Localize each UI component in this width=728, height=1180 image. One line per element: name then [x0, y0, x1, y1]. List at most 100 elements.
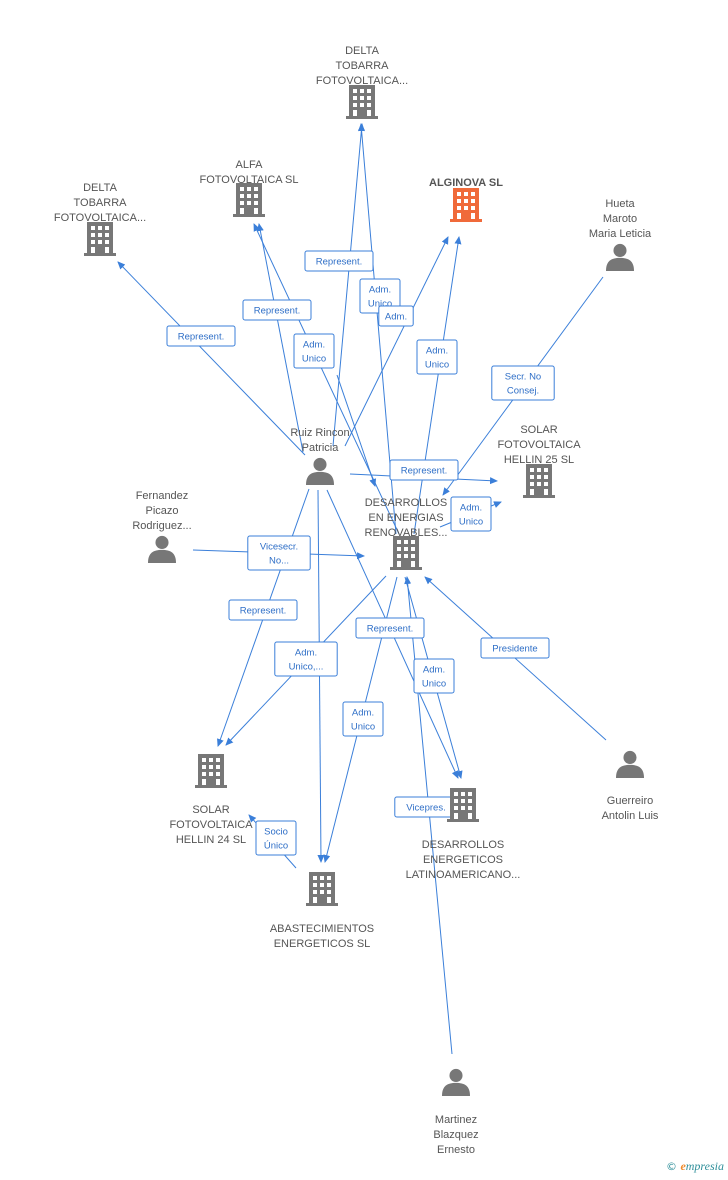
node-label[interactable]: ABASTECIMIENTOS — [270, 923, 374, 935]
building-icon[interactable] — [450, 188, 482, 222]
node-desarrollos_er[interactable]: DESARROLLOS EN ENERGIAS RENOVABLES... — [365, 497, 448, 570]
node-label[interactable]: Maria Leticia — [589, 228, 652, 240]
node-label[interactable]: ENERGETICOS SL — [274, 938, 371, 950]
node-label[interactable]: Guerreiro — [607, 795, 653, 807]
edge-label-text: Adm. — [423, 665, 445, 676]
node-abastecimientos[interactable]: ABASTECIMIENTOS ENERGETICOS SL — [270, 872, 374, 950]
node-label[interactable]: HELLIN 24 SL — [176, 834, 246, 846]
edge-label-text: Represent. — [178, 332, 224, 343]
node-label[interactable]: FOTOVOLTAICA — [169, 819, 253, 831]
edge-label[interactable]: Vicesecr.No... — [247, 535, 311, 571]
edge-label-box — [255, 820, 297, 856]
node-label[interactable]: Ruiz Rincon — [290, 427, 349, 439]
building-icon[interactable] — [84, 222, 116, 256]
node-label[interactable]: DELTA — [345, 45, 379, 57]
building-icon[interactable] — [195, 754, 227, 788]
edge-label-text: Adm. — [460, 503, 482, 514]
edge-label-box — [416, 339, 458, 375]
person-icon[interactable] — [442, 1068, 470, 1096]
node-label[interactable]: FOTOVOLTAICA — [497, 439, 581, 451]
node-label[interactable]: Blazquez — [433, 1129, 478, 1141]
node-label[interactable]: FOTOVOLTAICA SL — [199, 174, 298, 186]
node-label[interactable]: TOBARRA — [74, 197, 128, 209]
edge-label[interactable]: Presidente — [480, 637, 550, 659]
edge-label[interactable]: Adm.Unico — [293, 333, 335, 369]
node-label[interactable]: DELTA — [83, 182, 117, 194]
node-label[interactable]: Martinez — [435, 1114, 477, 1126]
edge-label[interactable]: Adm.Unico — [416, 339, 458, 375]
person-icon[interactable] — [616, 750, 644, 778]
edge-label[interactable]: Adm. — [378, 305, 414, 327]
building-icon[interactable] — [306, 872, 338, 906]
node-label[interactable]: RENOVABLES... — [365, 527, 448, 539]
building-icon[interactable] — [447, 788, 479, 822]
node-alfa[interactable]: ALFA FOTOVOLTAICA SL — [199, 159, 299, 217]
person-icon[interactable] — [606, 243, 634, 271]
node-label[interactable]: EN ENERGIAS — [368, 512, 443, 524]
edge-label[interactable]: Adm.Unico,... — [274, 641, 338, 677]
edge-label-text: Adm. — [385, 312, 407, 323]
edge-label-text: Represent. — [254, 306, 300, 317]
edge-ruiz-to-alginova — [344, 236, 449, 447]
node-label[interactable]: HELLIN 25 SL — [504, 454, 574, 466]
node-label[interactable]: Antolin Luis — [602, 810, 659, 822]
nodes-layer: DELTA TOBARRA FOTOVOLTAICA... ALFA FOTOVOLTA… — [54, 45, 659, 1156]
node-label[interactable]: LATINOAMERICANO... — [406, 869, 521, 881]
edge-label[interactable]: Vicepres. — [394, 796, 458, 818]
building-icon[interactable] — [233, 183, 265, 217]
edge-label-text: Represent. — [401, 466, 447, 477]
edge-label[interactable]: Represent. — [304, 250, 374, 272]
node-fernandez[interactable]: FernandezPicazoRodriguez... — [132, 490, 192, 563]
node-delta_left[interactable]: DELTA TOBARRA FOTOVOLTAICA... — [54, 182, 146, 256]
node-label[interactable]: FOTOVOLTAICA... — [316, 75, 408, 87]
node-label[interactable]: ENERGETICOS — [423, 854, 503, 866]
node-label[interactable]: FOTOVOLTAICA... — [54, 212, 146, 224]
edge-label[interactable]: Represent. — [242, 299, 312, 321]
node-label[interactable]: Patricia — [302, 442, 340, 454]
edge-ruiz-to-alfa — [256, 223, 304, 453]
node-label[interactable]: DESARROLLOS — [365, 497, 448, 509]
node-label[interactable]: ALGINOVA SL — [429, 177, 503, 189]
edge-label[interactable]: Represent. — [166, 325, 236, 347]
node-label[interactable]: Hueta — [605, 198, 635, 210]
node-label[interactable]: Maroto — [603, 213, 637, 225]
person-icon[interactable] — [306, 457, 334, 485]
node-label[interactable]: Picazo — [145, 505, 178, 517]
edge-label[interactable]: Represent. — [355, 617, 425, 639]
node-delta_top[interactable]: DELTA TOBARRA FOTOVOLTAICA... — [316, 45, 408, 119]
node-label[interactable]: ALFA — [236, 159, 264, 171]
node-solar25[interactable]: SOLAR FOTOVOLTAICA HELLIN 25 SL — [497, 424, 581, 498]
edge-label-text: Unico — [459, 517, 483, 528]
edge-label[interactable]: Adm.Unico — [342, 701, 384, 737]
node-solar24[interactable]: SOLAR FOTOVOLTAICA HELLIN 24 SL — [169, 754, 253, 846]
person-icon[interactable] — [148, 535, 176, 563]
node-label[interactable]: SOLAR — [192, 804, 229, 816]
node-label[interactable]: DESARROLLOS — [422, 839, 505, 851]
node-alginova[interactable]: ALGINOVA SL — [429, 177, 503, 222]
building-icon[interactable] — [523, 464, 555, 498]
node-label[interactable]: Fernandez — [136, 490, 189, 502]
edge-label[interactable]: Adm. Unico — [450, 496, 492, 532]
node-label[interactable]: TOBARRA — [336, 60, 390, 72]
node-label[interactable]: SOLAR — [520, 424, 557, 436]
empresia-logo[interactable]: empresia — [680, 1159, 724, 1173]
edge-label[interactable]: Adm.Unico — [413, 658, 455, 694]
edge-label-text: Consej. — [507, 386, 539, 397]
copyright-notice[interactable]: © empresia — [666, 1159, 724, 1174]
building-icon[interactable] — [390, 536, 422, 570]
node-desarrollos_lat[interactable]: DESARROLLOS ENERGETICOS LATINOAMERICANO... — [406, 788, 521, 881]
node-label[interactable]: Rodriguez... — [132, 520, 191, 532]
edge-label[interactable]: Represent. — [389, 459, 459, 481]
edge-label-text: No... — [269, 556, 289, 567]
edge-label[interactable]: Represent. — [228, 599, 298, 621]
building-icon[interactable] — [346, 85, 378, 119]
edge-label-text: Represent. — [240, 606, 286, 617]
node-label[interactable]: Ernesto — [437, 1144, 475, 1156]
